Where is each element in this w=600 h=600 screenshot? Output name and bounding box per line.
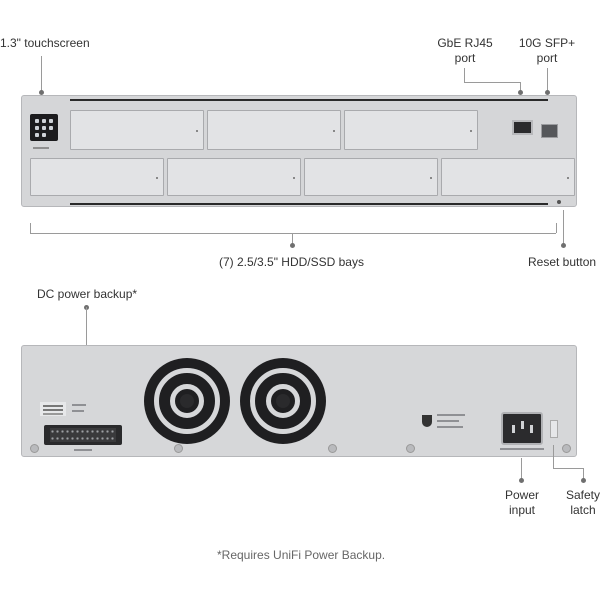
- screw-mid: [328, 444, 337, 453]
- sfp-leader-dot: [545, 90, 550, 95]
- drive-bay-4[interactable]: [30, 158, 164, 196]
- sfp-port-label-line1: 10G SFP+: [518, 36, 576, 50]
- safety-latch-label-line2: latch: [570, 503, 596, 517]
- power-input-label: Power input: [497, 488, 547, 518]
- screw-mid-right: [406, 444, 415, 453]
- sticker-text: [72, 404, 86, 406]
- touchscreen-label: 1.3" touchscreen: [0, 36, 90, 50]
- touchscreen-leader-dot: [39, 90, 44, 95]
- gbe-port-label: GbE RJ45 port: [430, 36, 500, 66]
- reset-leader-dot: [561, 243, 566, 248]
- gbe-rj45-port[interactable]: [512, 120, 533, 135]
- screw-left: [30, 444, 39, 453]
- regulatory-text: [437, 414, 465, 416]
- regulatory-text-3: [437, 426, 463, 428]
- drive-bay-6[interactable]: [304, 158, 438, 196]
- power-input-socket[interactable]: [501, 412, 543, 445]
- touchscreen-display[interactable]: [30, 114, 58, 141]
- power-input-leader: [521, 458, 522, 480]
- drive-bay-1[interactable]: [70, 110, 204, 150]
- safety-latch-leader-horizontal: [553, 468, 583, 469]
- bays-bracket-left: [30, 223, 31, 233]
- sfp-leader: [547, 68, 548, 92]
- safety-latch-label-line1: Safety: [565, 488, 600, 502]
- bays-bracket-horizontal: [30, 233, 556, 234]
- sfp-port-label-line2: port: [536, 51, 558, 65]
- bays-bracket-dot: [290, 243, 295, 248]
- bays-label: (7) 2.5/3.5" HDD/SSD bays: [219, 255, 364, 269]
- top-vent-slot: [70, 99, 548, 101]
- reset-leader: [563, 210, 564, 244]
- cooling-fan-left: [144, 358, 230, 444]
- drive-bay-3[interactable]: [344, 110, 478, 150]
- reset-label: Reset button: [528, 255, 597, 269]
- bays-bracket-right: [556, 223, 557, 233]
- sfp-plus-port[interactable]: [541, 124, 558, 138]
- reset-button[interactable]: [557, 200, 561, 204]
- model-label-mark: [33, 147, 49, 149]
- power-rating-text: [500, 448, 544, 450]
- cooling-fan-right: [240, 358, 326, 444]
- regulatory-text-2: [437, 420, 459, 422]
- gbe-leader-vertical-2: [520, 82, 521, 92]
- safety-latch-leader-dot: [581, 478, 586, 483]
- gbe-port-label-line2: port: [454, 51, 476, 65]
- safety-latch-leader-vertical: [553, 445, 554, 468]
- compliance-sticker: [40, 402, 66, 416]
- dc-connector-caption: [74, 449, 92, 451]
- dc-power-label: DC power backup*: [37, 287, 138, 301]
- sfp-port-label: 10G SFP+ port: [515, 36, 579, 66]
- safety-latch[interactable]: [550, 420, 558, 438]
- gbe-leader-dot: [518, 90, 523, 95]
- front-panel: [21, 95, 577, 207]
- rear-panel: [21, 345, 577, 457]
- drive-bay-7[interactable]: [441, 158, 575, 196]
- bottom-vent-slot: [70, 203, 548, 205]
- screw-mid-left: [174, 444, 183, 453]
- dc-power-backup-connector[interactable]: [44, 425, 122, 445]
- gbe-leader-horizontal: [464, 82, 520, 83]
- safety-latch-label: Safety latch: [557, 488, 600, 518]
- power-input-leader-dot: [519, 478, 524, 483]
- screw-right: [562, 444, 571, 453]
- gbe-port-label-line1: GbE RJ45: [437, 36, 493, 50]
- power-input-label-line1: Power: [504, 488, 539, 502]
- drive-bay-5[interactable]: [167, 158, 301, 196]
- sticker-text-2: [72, 410, 84, 412]
- bays-bracket-stem: [292, 233, 293, 245]
- drive-bay-2[interactable]: [207, 110, 341, 150]
- footnote: *Requires UniFi Power Backup.: [217, 548, 386, 562]
- power-input-label-line2: input: [508, 503, 536, 517]
- safety-latch-leader-drop: [583, 468, 584, 480]
- touchscreen-leader: [41, 56, 42, 92]
- gbe-leader-vertical-1: [464, 68, 465, 82]
- ubiquiti-logo-icon: [422, 415, 432, 427]
